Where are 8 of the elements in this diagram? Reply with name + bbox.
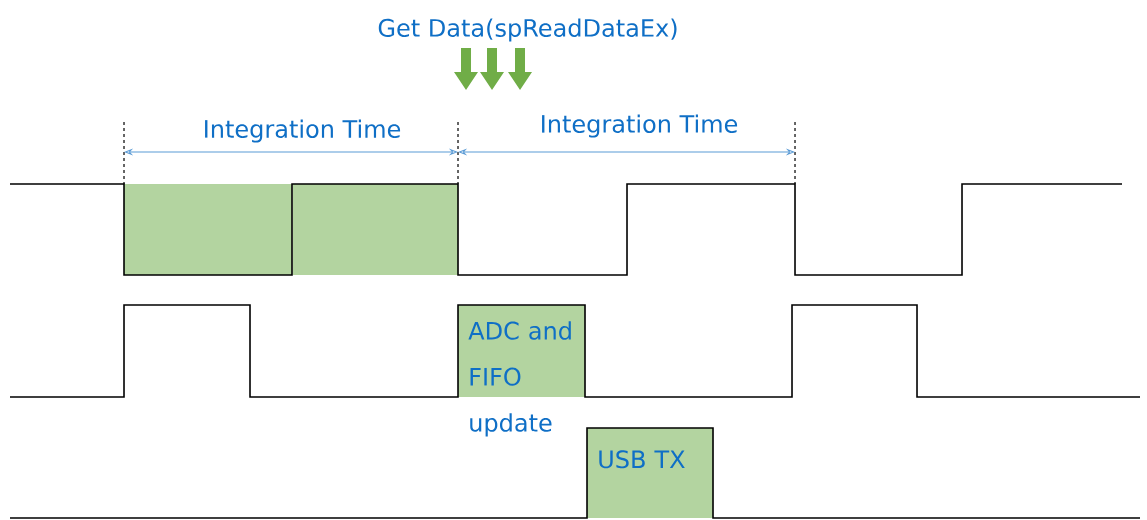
process-box: ADC and FIFO update bbox=[458, 305, 585, 437]
annotation-label: Integration Time bbox=[542, 114, 738, 138]
annotation-label: Integration Time bbox=[205, 119, 401, 143]
annotation-label: Get Data(spReadDataEx) bbox=[378, 18, 677, 42]
shaded-box bbox=[124, 184, 292, 275]
shaded-box bbox=[293, 184, 458, 275]
node-label: update bbox=[470, 413, 552, 437]
process-box: USB TX bbox=[587, 428, 713, 518]
